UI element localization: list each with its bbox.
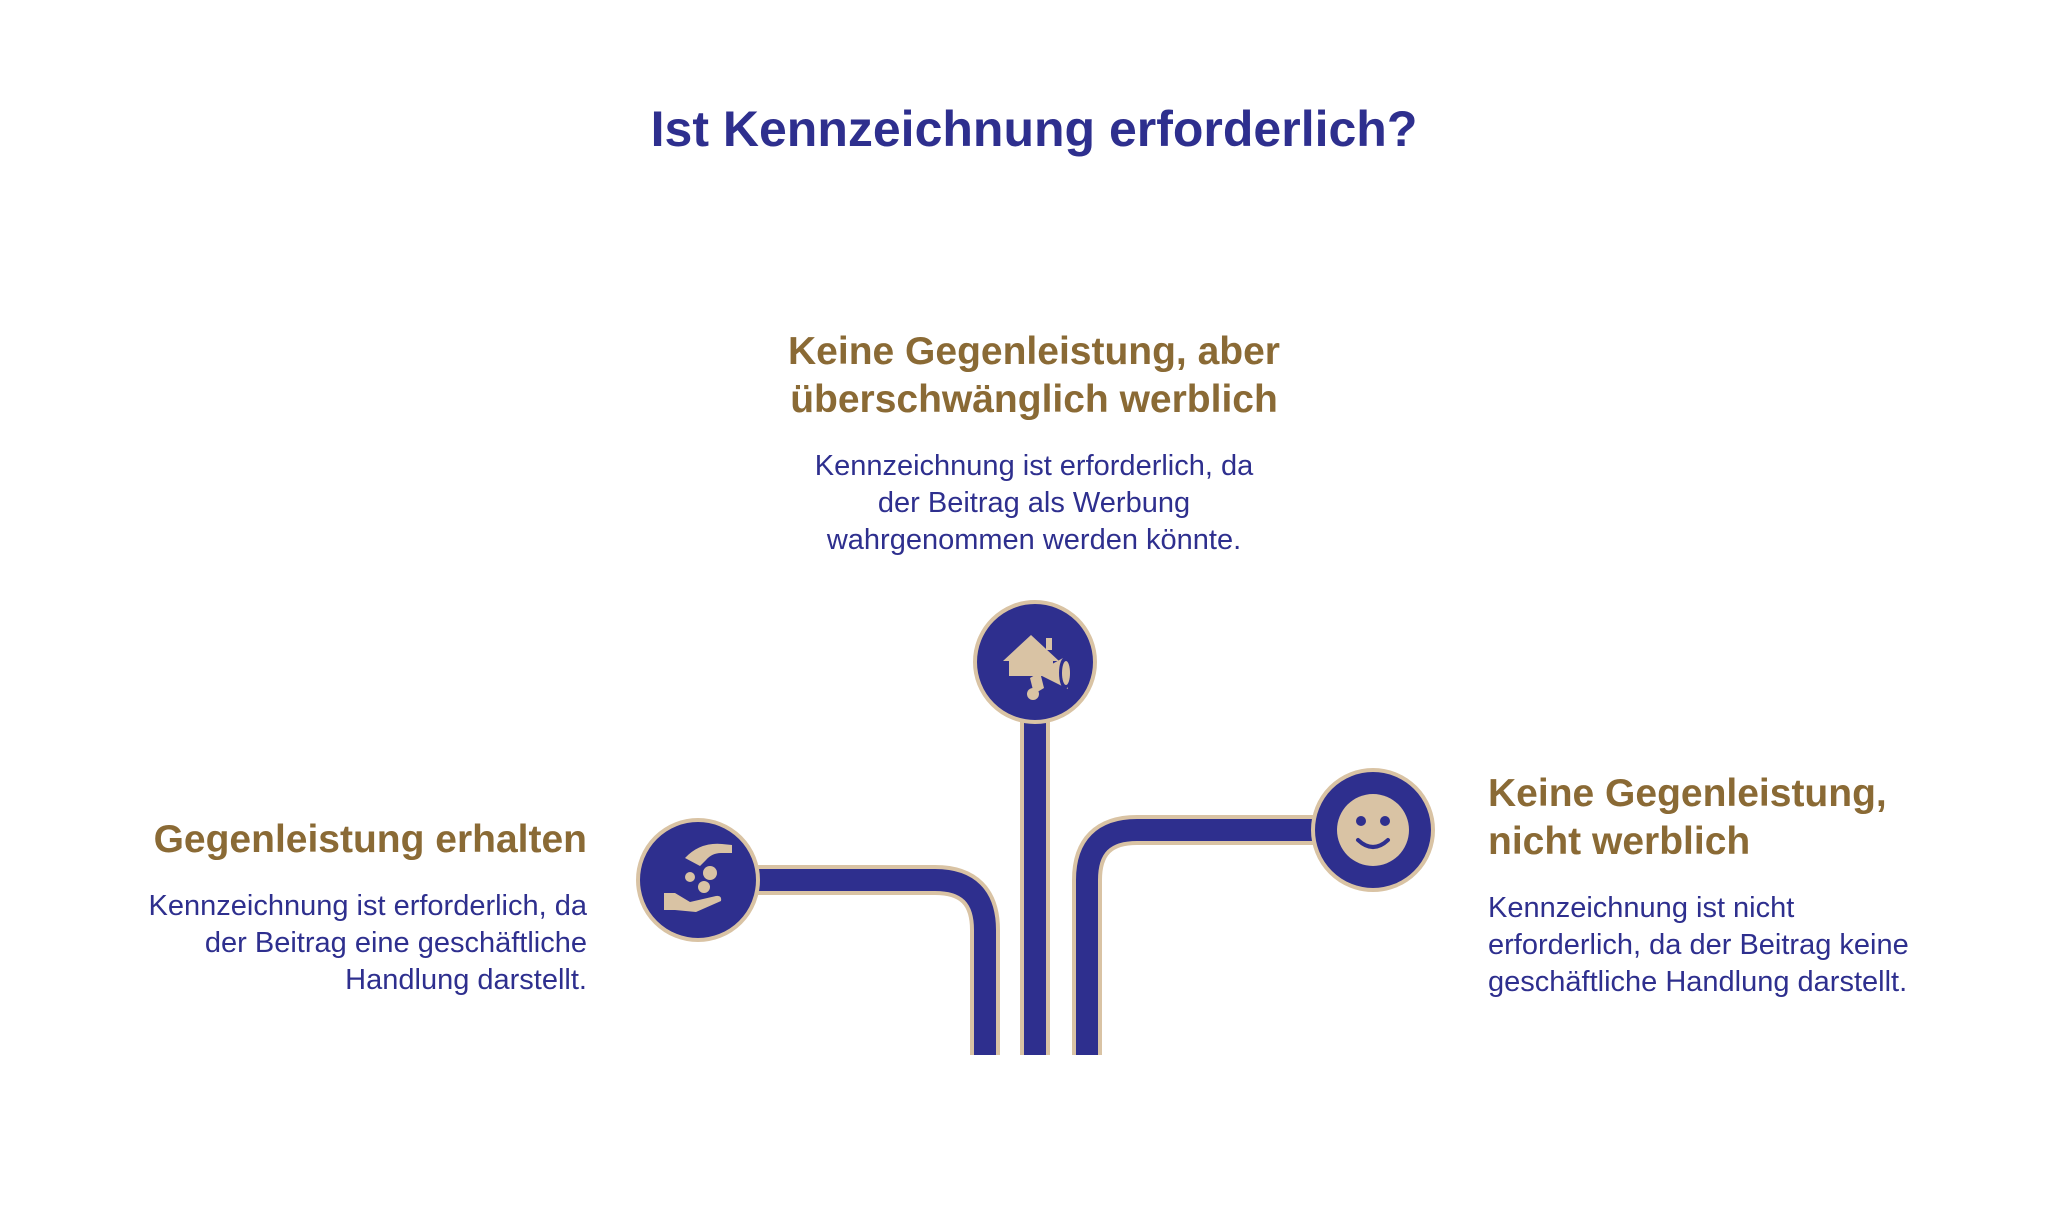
house-megaphone-icon (973, 600, 1097, 724)
right-branch-description: Kennzeichnung ist nicht erforderlich, da… (1488, 892, 1909, 998)
left-branch-text: Gegenleistung erhalten Kennzeichnung ist… (100, 816, 587, 999)
center-branch-description: Kennzeichnung ist erforderlich, da der B… (814, 450, 1254, 556)
right-branch-text: Keine Gegenleistung, nicht werblich Kenn… (1488, 770, 2008, 1001)
left-branch-heading: Gegenleistung erhalten (153, 818, 587, 861)
hand-coins-icon (636, 818, 760, 942)
right-branch-heading: Keine Gegenleistung, nicht werblich (1488, 772, 1887, 863)
left-branch-description: Kennzeichnung ist erforderlich, da der B… (148, 890, 587, 996)
right-branch-path (1072, 815, 1315, 1055)
left-branch-path (755, 865, 1000, 1055)
smiley-face-icon (1311, 768, 1435, 892)
center-branch-heading: Keine Gegenleistung, aber überschwänglic… (788, 330, 1280, 421)
page-title: Ist Kennzeichnung erforderlich? (650, 101, 1418, 157)
center-branch-text: Keine Gegenleistung, aber überschwänglic… (734, 328, 1334, 559)
